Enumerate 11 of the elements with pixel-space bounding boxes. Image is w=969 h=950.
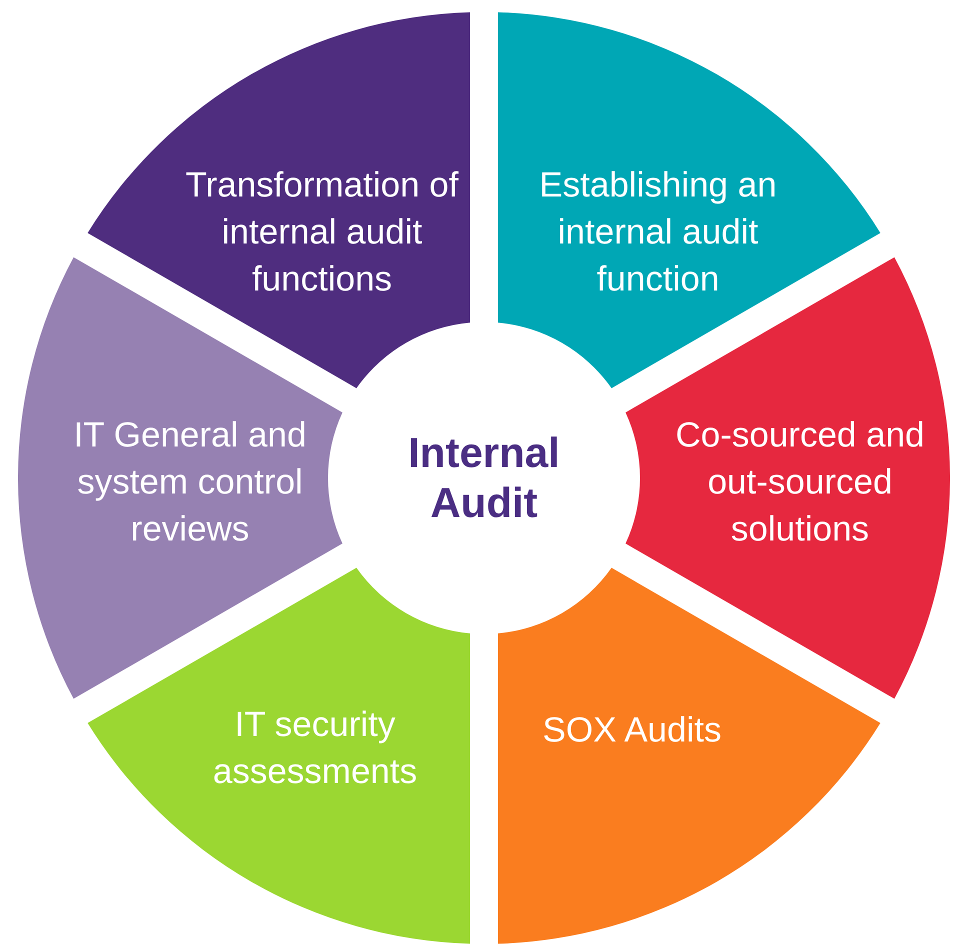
wheel-segment — [497, 12, 881, 389]
segment-label: Establishing an internal audit function — [538, 164, 778, 300]
segment-label: IT General and system control reviews — [72, 414, 308, 550]
wheel-segment — [497, 567, 881, 944]
segment-label: Co-sourced and out-sourced solutions — [674, 414, 926, 550]
segment-label: IT security assessments — [212, 704, 418, 793]
wheel-segment — [87, 567, 470, 944]
segment-label: SOX Audits — [542, 710, 722, 752]
segment-label: Transformation of internal audit functions — [184, 164, 460, 300]
hub-title: Internal Audit — [407, 428, 561, 528]
wheel-segment — [87, 12, 471, 389]
